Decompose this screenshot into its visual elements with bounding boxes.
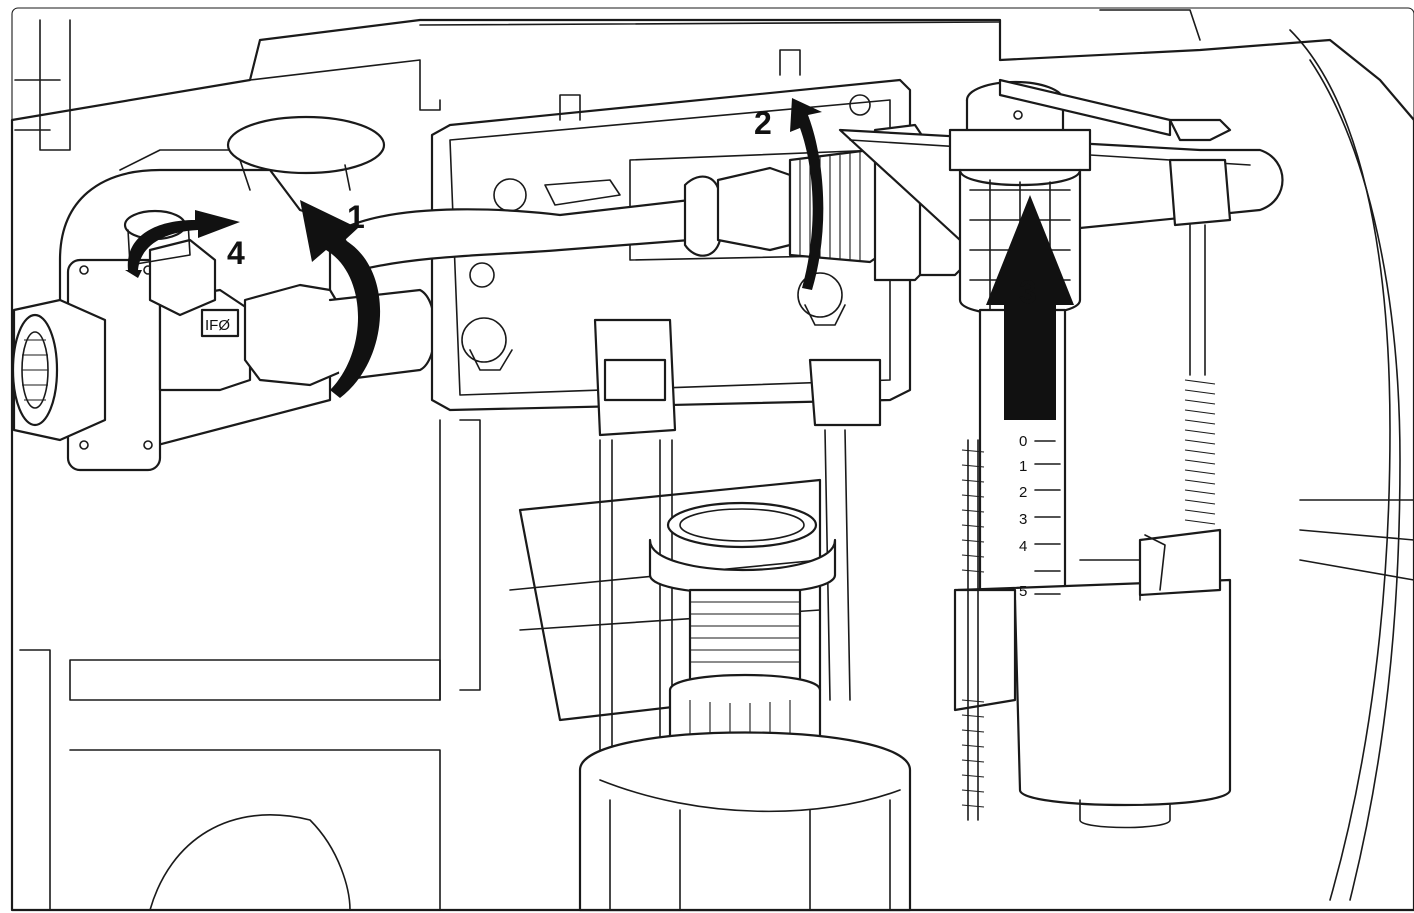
scale-tick-1: 1: [1019, 458, 1027, 475]
valve-mark: IFØ: [205, 317, 230, 334]
step-label-1: 1: [347, 199, 365, 235]
scale-tick-2: 2: [1019, 484, 1027, 501]
arrow-1: [300, 200, 381, 398]
step-label-4: 4: [227, 235, 245, 271]
step-label-3: 3: [1019, 274, 1037, 310]
scale-tick-4: 4: [1019, 538, 1027, 555]
arrow-4: [125, 210, 240, 278]
scale-tick-0: 0: [1019, 433, 1027, 450]
cap: [226, 115, 386, 191]
flush-valve: [509, 318, 912, 912]
arrow-3: [986, 195, 1074, 420]
fill-valve: [838, 78, 1284, 829]
arrow-2: [790, 98, 824, 290]
scale-tick-3: 3: [1019, 511, 1027, 528]
scale-tick-5: 5: [1019, 583, 1027, 600]
level-scale: 0 1 2 3 4 5: [1019, 433, 1061, 600]
step-label-2: 2: [754, 105, 772, 141]
